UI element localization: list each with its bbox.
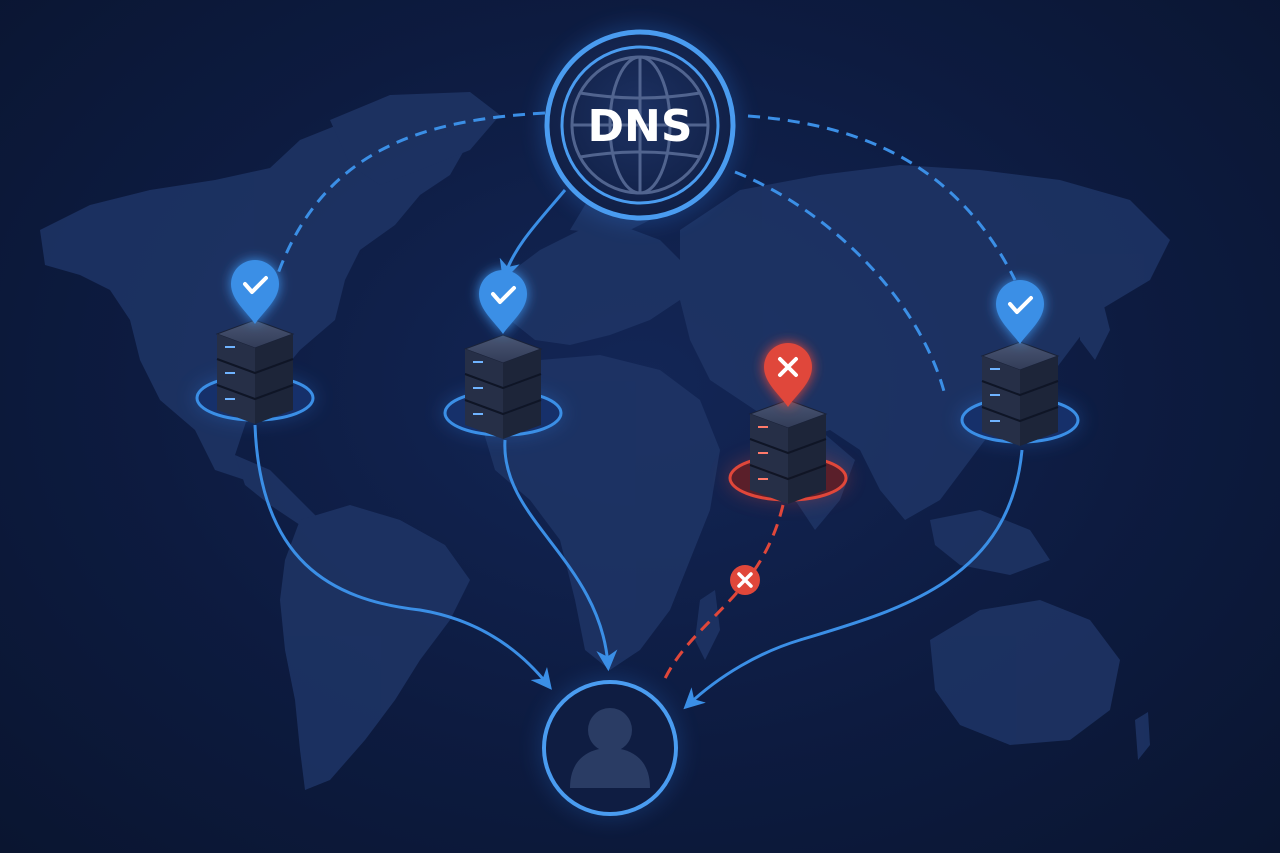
client-link-north-america: [253, 424, 552, 690]
status-pin-healthy: [996, 280, 1044, 344]
status-pin-healthy: [231, 260, 279, 324]
server-europe[interactable]: [443, 270, 563, 440]
landmass-greenland: [330, 92, 500, 185]
check-icon: [491, 286, 516, 304]
client-user[interactable]: [538, 676, 682, 820]
dns-link-north-america: [273, 111, 546, 283]
globe-icon: [570, 55, 710, 195]
check-icon: [243, 276, 268, 294]
cross-icon: [737, 572, 753, 588]
server-leds: [225, 346, 1000, 480]
dns-label: DNS: [587, 101, 692, 152]
server-asia-east[interactable]: [960, 280, 1080, 447]
landmass-europe: [500, 225, 690, 345]
landmass-australia: [930, 600, 1120, 745]
landmass-africa: [480, 355, 720, 670]
user-icon: [570, 708, 650, 788]
dns-link-asia-east: [747, 114, 1017, 281]
landmass-new-zealand: [1135, 712, 1150, 760]
dns-links: [273, 111, 1017, 396]
landmass-central-america: [235, 455, 320, 525]
dns-link-asia-south: [734, 170, 947, 396]
status-pin-failed: [764, 343, 812, 407]
client-links: [253, 424, 1024, 710]
dns-link-europe: [499, 189, 567, 281]
dns-resolver[interactable]: DNS: [540, 25, 740, 225]
landmass-japan: [1080, 290, 1110, 360]
landmass-se-asia: [930, 510, 1050, 575]
client-link-europe: [503, 439, 618, 672]
landmass-south-america: [280, 505, 470, 790]
server-asia-south[interactable]: [728, 343, 848, 505]
check-icon: [1008, 296, 1033, 314]
server-north-america[interactable]: [195, 260, 315, 425]
link-failure-marker: [730, 565, 760, 595]
status-pin-healthy: [479, 270, 527, 334]
client-link-asia-east: [683, 449, 1024, 710]
cross-icon: [778, 357, 798, 377]
